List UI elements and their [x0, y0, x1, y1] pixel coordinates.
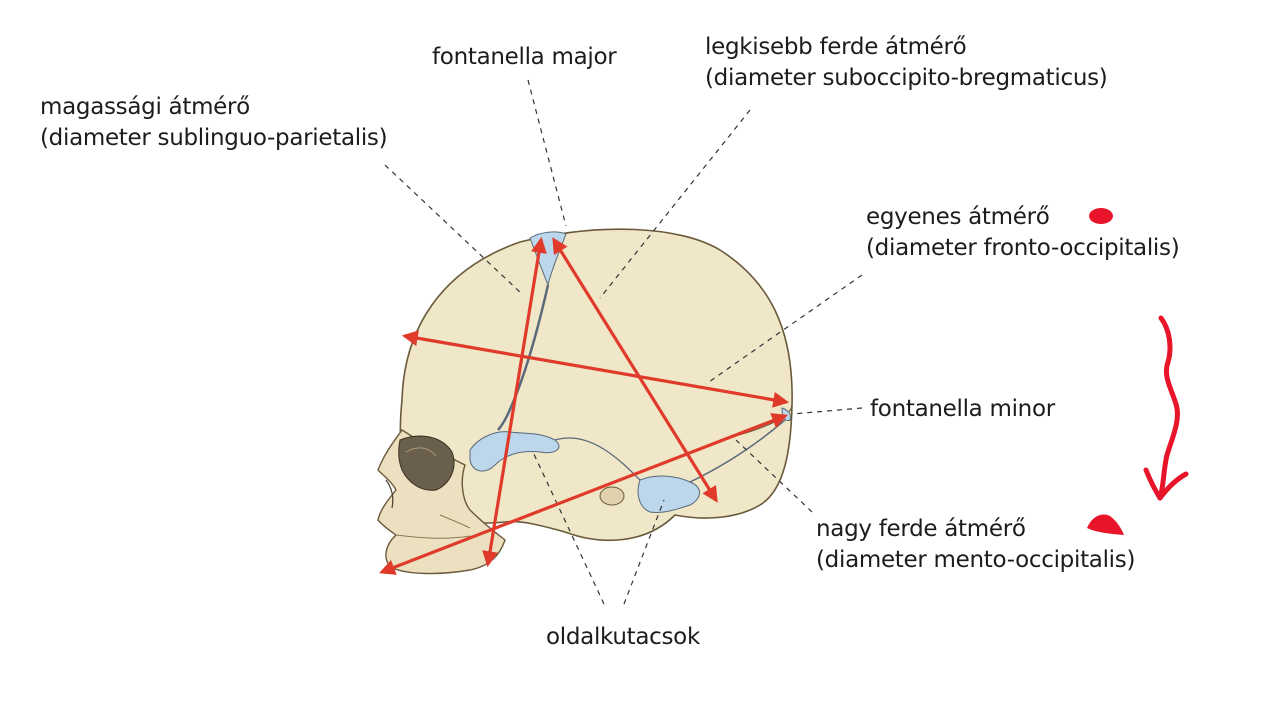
- label-egyenes: egyenes átmérő (diameter fronto-occipita…: [866, 202, 1180, 264]
- label-legkisebb-ferde-latin: (diameter suboccipito-bregmaticus): [705, 65, 1108, 91]
- red-blob-mark-nagy-ferde: [1087, 514, 1124, 535]
- red-dot-mark-egyenes: [1089, 208, 1113, 224]
- hand-annotations: [1087, 208, 1189, 535]
- label-magassagi-latin: (diameter sublinguo-parietalis): [40, 125, 388, 151]
- leader-egyenes: [705, 274, 863, 385]
- label-legkisebb-ferde-title: legkisebb ferde átmérő: [705, 34, 967, 60]
- label-nagy-ferde-title: nagy ferde átmérő: [816, 516, 1026, 542]
- label-nagy-ferde: nagy ferde átmérő (diameter mento-occipi…: [816, 514, 1135, 576]
- label-legkisebb-ferde: legkisebb ferde átmérő (diameter subocci…: [705, 32, 1108, 94]
- label-nagy-ferde-latin: (diameter mento-occipitalis): [816, 547, 1136, 573]
- label-fontanella-minor: fontanella minor: [870, 396, 1055, 422]
- hand-drawn-arrow-head: [1143, 467, 1189, 501]
- diameter-arrows: [379, 236, 790, 575]
- label-magassagi-title: magassági átmérő: [40, 94, 250, 120]
- label-magassagi: magassági átmérő (diameter sublinguo-par…: [40, 92, 388, 154]
- hand-drawn-arrow-shaft: [1157, 315, 1180, 501]
- leader-magassagi: [384, 164, 523, 295]
- arrow-mento-occipitalis: [379, 413, 788, 575]
- label-egyenes-latin: (diameter fronto-occipitalis): [866, 235, 1180, 261]
- leader-fontanella-major: [527, 79, 567, 227]
- leader-fontanella-minor: [791, 407, 863, 415]
- label-oldalkutacsok: oldalkutacsok: [546, 624, 700, 650]
- label-fontanella-major: fontanella major: [432, 44, 617, 70]
- label-egyenes-title: egyenes átmérő: [866, 204, 1050, 230]
